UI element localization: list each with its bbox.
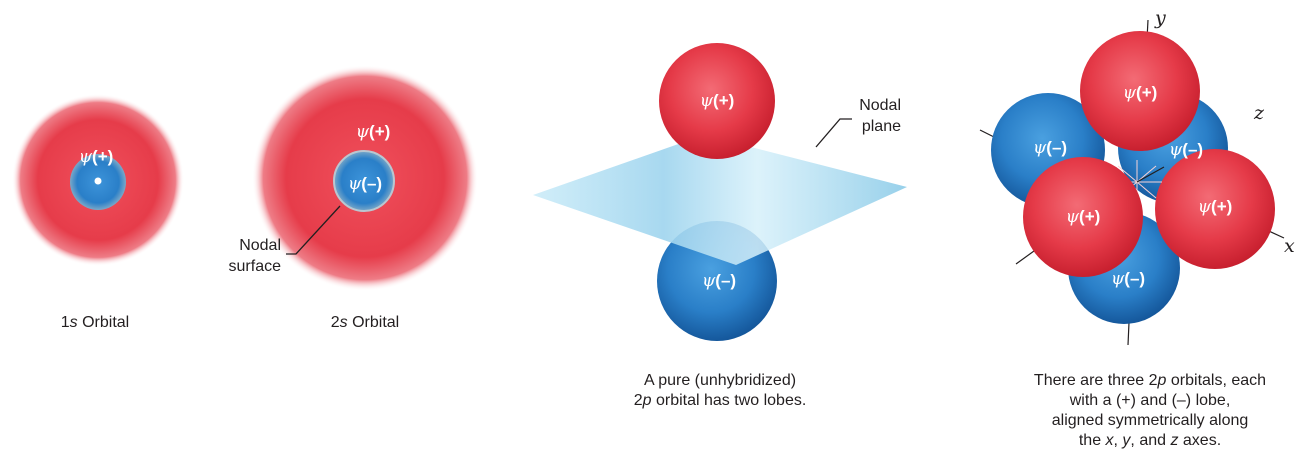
lobe-x-positive-label: ψ(+) bbox=[1198, 197, 1233, 217]
orbital-2p-single: ψ(+) ψ(–) Nodal plane bbox=[533, 43, 907, 341]
x-axis-label: x bbox=[1284, 235, 1295, 257]
orbitals-2p-three: ψ(+) ψ(–) ψ(–) ψ(+) ψ(+) ψ(–) y z x bbox=[980, 7, 1295, 345]
lobe-negative-label: ψ(–) bbox=[702, 271, 736, 291]
nodal-plane-leader bbox=[816, 119, 852, 147]
nodal-surface-label-1: Nodal bbox=[239, 237, 281, 254]
caption-1s: 1s Orbital bbox=[30, 313, 160, 333]
orbital-1s: ψ(+) bbox=[12, 94, 184, 266]
orbital-1s-label: ψ(+) bbox=[79, 147, 114, 167]
orbital-2s-negative-label: ψ(–) bbox=[348, 174, 382, 194]
lobe-y-negative-label: ψ(–) bbox=[1111, 269, 1145, 289]
z-axis-label: z bbox=[1253, 102, 1265, 124]
nodal-plane-label-2: plane bbox=[862, 118, 901, 135]
lobe-y-positive-label: ψ(+) bbox=[1123, 83, 1158, 103]
nodal-surface-label-2: surface bbox=[229, 258, 282, 275]
lobe-x-negative-label: ψ(–) bbox=[1033, 138, 1067, 158]
caption-2s: 2s Orbital bbox=[300, 313, 430, 333]
caption-2p-single: A pure (unhybridized) 2p orbital has two… bbox=[600, 371, 840, 411]
orbital-2s: ψ(+) ψ(–) Nodal surface bbox=[229, 65, 478, 291]
y-axis-label: y bbox=[1154, 7, 1166, 29]
x-axis-line-back bbox=[980, 130, 994, 137]
lobe-z-positive-label: ψ(+) bbox=[1066, 207, 1101, 227]
nodal-plane-label-1: Nodal bbox=[859, 97, 901, 114]
orbital-2s-positive-label: ψ(+) bbox=[356, 122, 391, 142]
caption-three-2p: There are three 2p orbitals, each with a… bbox=[1006, 371, 1294, 451]
nucleus-dot bbox=[95, 178, 102, 185]
lobe-z-negative-label: ψ(–) bbox=[1169, 140, 1203, 160]
lobe-positive-label: ψ(+) bbox=[700, 91, 735, 111]
